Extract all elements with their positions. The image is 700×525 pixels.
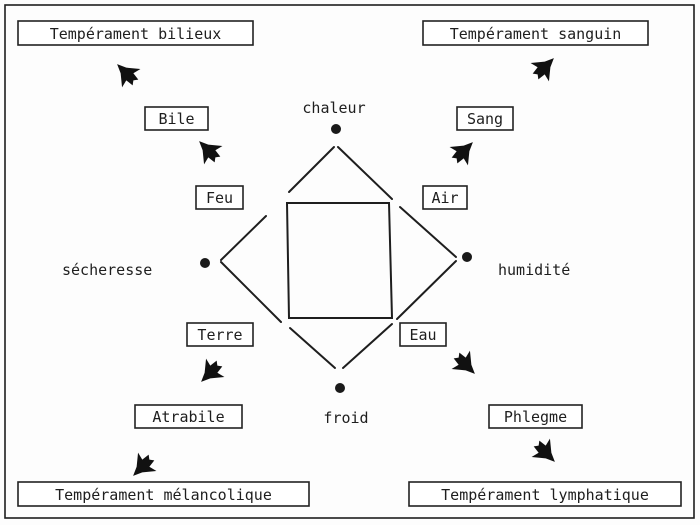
element-eau: Eau [409,326,436,344]
diamond-edge-top-right [337,146,393,200]
humor-atrabile: Atrabile [152,408,224,426]
temperament-lymphatique: Tempérament lymphatique [441,486,649,504]
humor-box-atrabile [134,404,243,429]
inner-square [285,202,394,319]
temperament-box-melancolique [17,481,310,507]
diamond-edge-right-lower [396,260,457,320]
quality-froid: froid [323,409,368,427]
humor-bile: Bile [158,110,194,128]
arrow-to-sang-icon [445,132,483,170]
temperament-box-lymphatique [408,481,682,507]
temperament-sanguin: Tempérament sanguin [450,25,622,43]
temperament-bilieux: Tempérament bilieux [50,25,222,43]
temperament-melancolique: Tempérament mélancolique [55,486,272,504]
dot-secheresse [200,258,210,268]
diamond-edge-left-lower [220,261,282,323]
arrow-to-lymphatique-icon [527,434,565,472]
humor-phlegme: Phlegme [504,408,567,426]
temperament-box-sanguin [422,20,649,46]
element-feu: Feu [206,189,233,207]
arrow-to-bilieux-icon [107,54,145,92]
element-terre: Terre [197,326,242,344]
quality-humidite: humidité [498,261,570,279]
quality-chaleur: chaleur [302,99,365,117]
diamond-edge-bottom-right [342,323,393,369]
arrow-to-sanguin-icon [526,48,564,86]
element-box-eau [399,322,447,347]
element-box-feu [195,185,244,210]
dot-froid [335,383,345,393]
arrow-to-melancolique-icon [123,448,161,486]
diamond-edge-top-left [288,146,335,193]
arrow-to-phlegme-icon [447,346,485,384]
quality-secheresse: sécheresse [62,261,152,279]
arrow-to-bile-icon [189,131,227,169]
element-air: Air [431,189,458,207]
arrow-to-atrabile-icon [191,354,229,392]
humor-box-bile [144,106,209,131]
diamond-edge-right-upper [399,206,457,258]
humor-box-phlegme [488,404,583,429]
diamond-edge-left-upper [220,215,267,261]
element-box-air [422,185,468,210]
humor-sang: Sang [467,110,503,128]
element-box-terre [186,322,254,347]
dot-chaleur [331,124,341,134]
diamond-edge-bottom-left [289,327,336,369]
humor-box-sang [456,106,514,131]
dot-humidite [462,252,472,262]
temperament-box-bilieux [17,20,254,46]
outer-frame [4,4,695,519]
